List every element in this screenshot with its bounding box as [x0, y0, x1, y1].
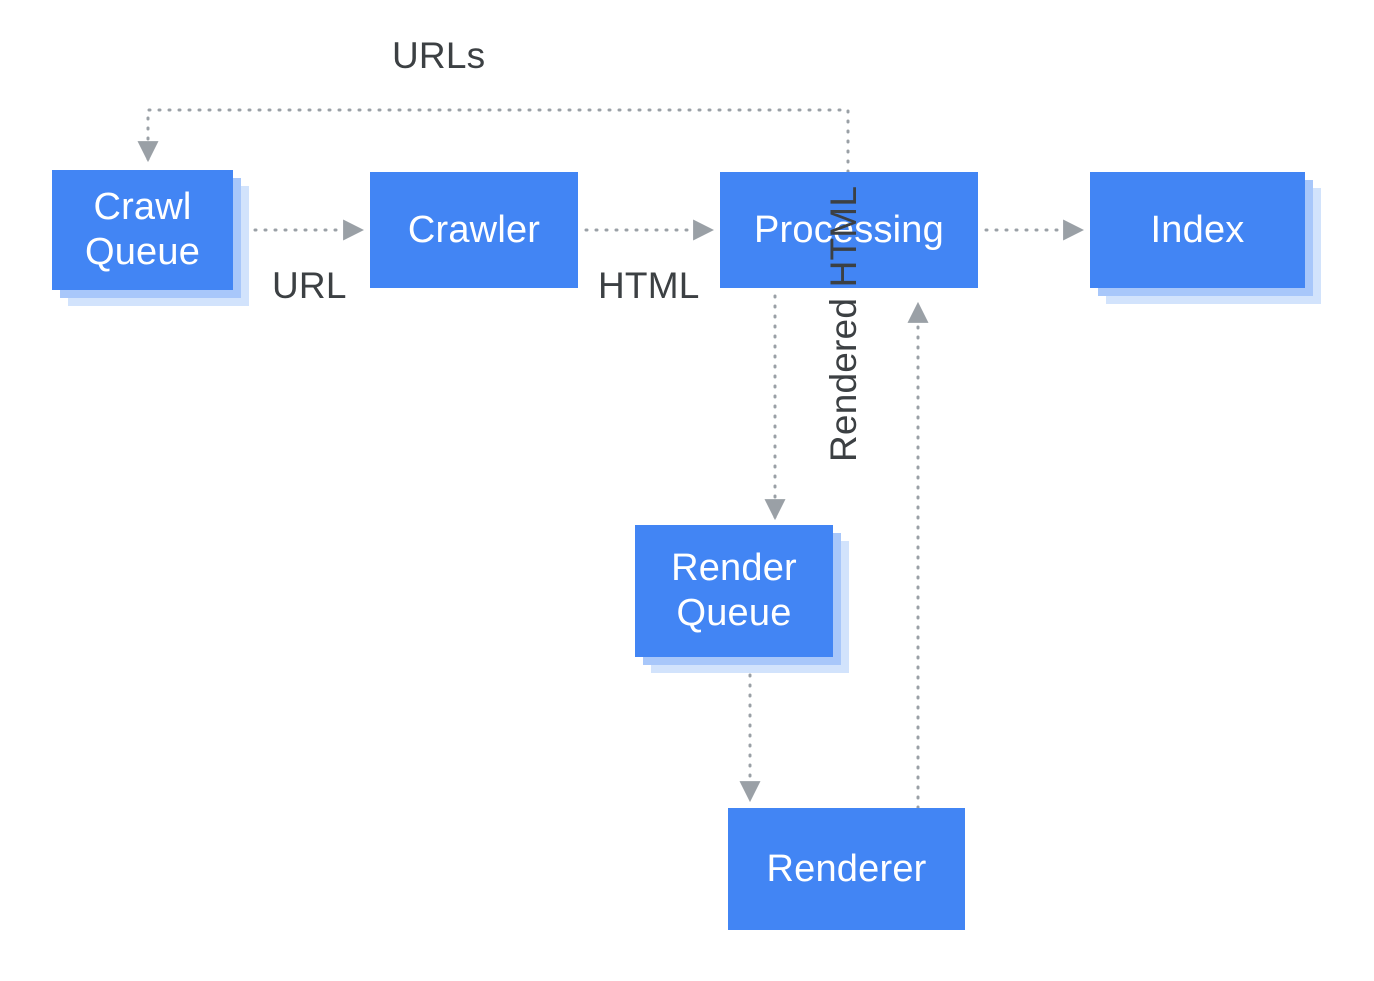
edge-label-urls: URLs [392, 35, 486, 76]
node-crawler[interactable]: Crawler [370, 172, 578, 288]
node-crawl-queue-label: Crawl Queue [84, 186, 201, 273]
edge-label-html: HTML [598, 265, 700, 306]
node-crawl-queue[interactable]: Crawl Queue [52, 170, 233, 290]
node-processing-label: Processing [754, 208, 944, 251]
node-processing[interactable]: Processing [720, 172, 978, 288]
node-index-label: Index [1150, 208, 1245, 251]
node-render-queue-label: Render Queue [671, 547, 797, 634]
edge-label-url: URL [272, 265, 347, 306]
edge-label-rendered-html: Rendered HTML [823, 185, 864, 462]
node-renderer[interactable]: Renderer [728, 808, 965, 930]
node-renderer-label: Renderer [766, 847, 927, 890]
edge-urls-path [137, 108, 850, 174]
node-index[interactable]: Index [1090, 172, 1305, 288]
node-render-queue[interactable]: Render Queue [635, 525, 833, 657]
node-crawler-label: Crawler [407, 208, 541, 251]
